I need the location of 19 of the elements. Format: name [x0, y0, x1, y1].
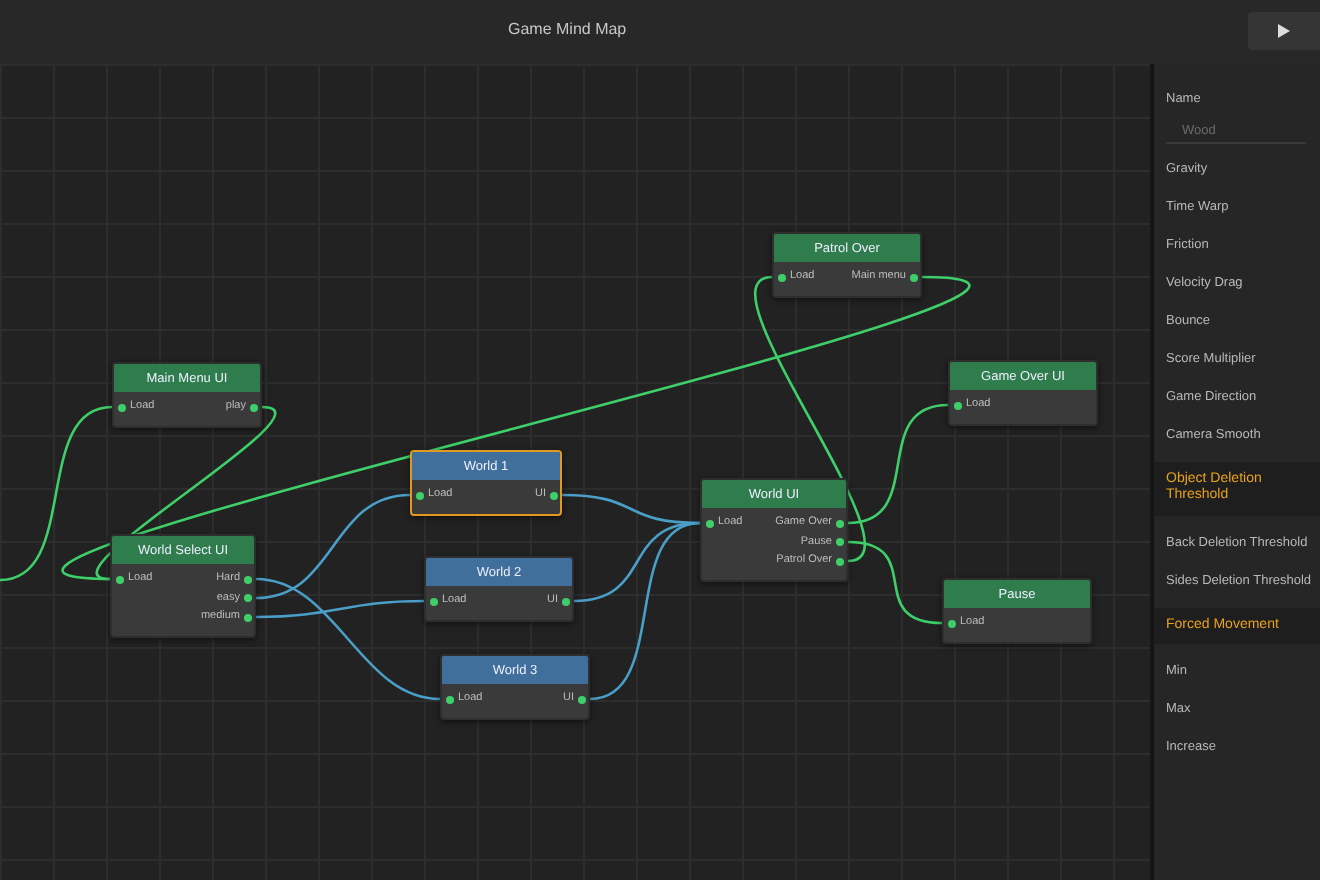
connector-curve — [847, 403, 949, 525]
graph-node — [948, 360, 1098, 425]
connector-curve — [255, 493, 411, 600]
connector-curve — [255, 577, 441, 701]
graph-node — [942, 578, 1092, 643]
graph-node — [700, 478, 848, 581]
connector-curve — [589, 521, 701, 701]
graph-node — [424, 556, 574, 621]
connector-curve — [65, 275, 967, 581]
graph-node — [772, 232, 922, 297]
graph-node — [110, 534, 256, 637]
graph-node — [440, 654, 590, 719]
connector-curve — [847, 540, 943, 625]
editor-title: Game Mind Map — [508, 20, 627, 38]
connector-curve — [96, 405, 276, 581]
connector-curve — [0, 405, 113, 582]
graph-node — [410, 450, 562, 515]
graph-node — [112, 362, 262, 427]
connector-curve — [255, 599, 425, 619]
